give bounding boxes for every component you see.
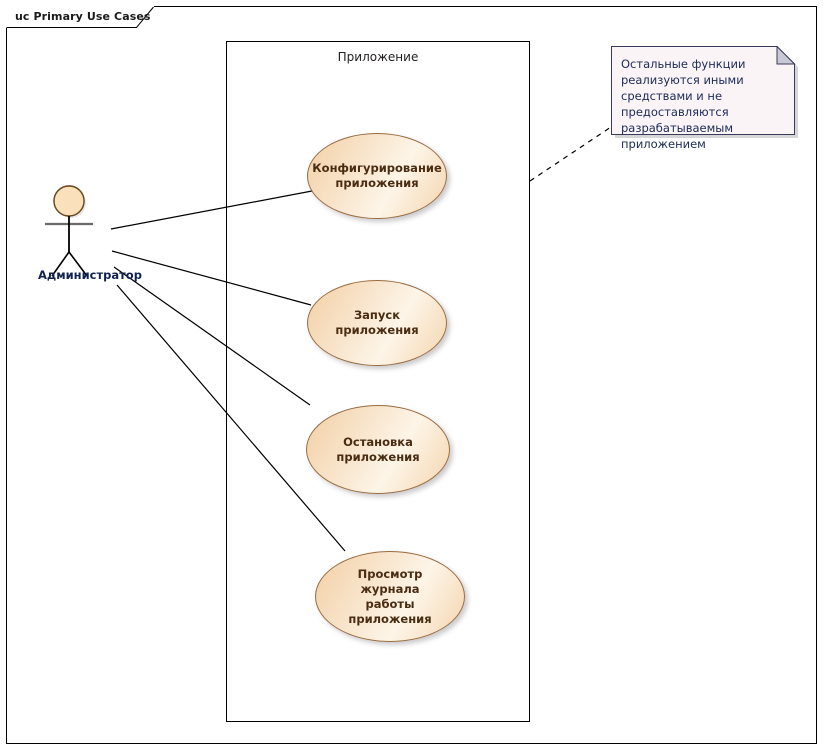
frame-name-tab: uc Primary Use Cases: [6, 6, 154, 28]
use-case-label: Остановка приложения: [336, 434, 420, 464]
actor-administrator[interactable]: Администратор: [38, 180, 142, 288]
system-boundary-label: Приложение: [337, 50, 419, 64]
frame-tab-label: uc Primary Use Cases: [15, 10, 151, 23]
note-shape-icon: [611, 46, 798, 138]
use-case-start-application[interactable]: Запуск приложения: [307, 280, 447, 366]
use-case-label: Конфигурирование приложения: [312, 161, 442, 190]
use-case-stop-application[interactable]: Остановка приложения: [306, 405, 450, 494]
note-box[interactable]: Остальные функции реализуются иными сред…: [611, 46, 799, 151]
use-case-label: Просмотр журнала работы приложения: [348, 566, 432, 626]
use-case-configure-application[interactable]: Конфигурирование приложения: [307, 133, 447, 219]
diagram-frame: [6, 6, 817, 744]
use-case-label: Запуск приложения: [335, 308, 419, 337]
stick-figure-actor-icon: [45, 185, 93, 277]
actor-label: Администратор: [38, 268, 142, 282]
note-text: Остальные функции реализуются иными сред…: [621, 57, 746, 151]
use-case-view-application-log[interactable]: Просмотр журнала работы приложения: [315, 551, 465, 642]
frame-tab-shape-icon: [6, 6, 154, 28]
